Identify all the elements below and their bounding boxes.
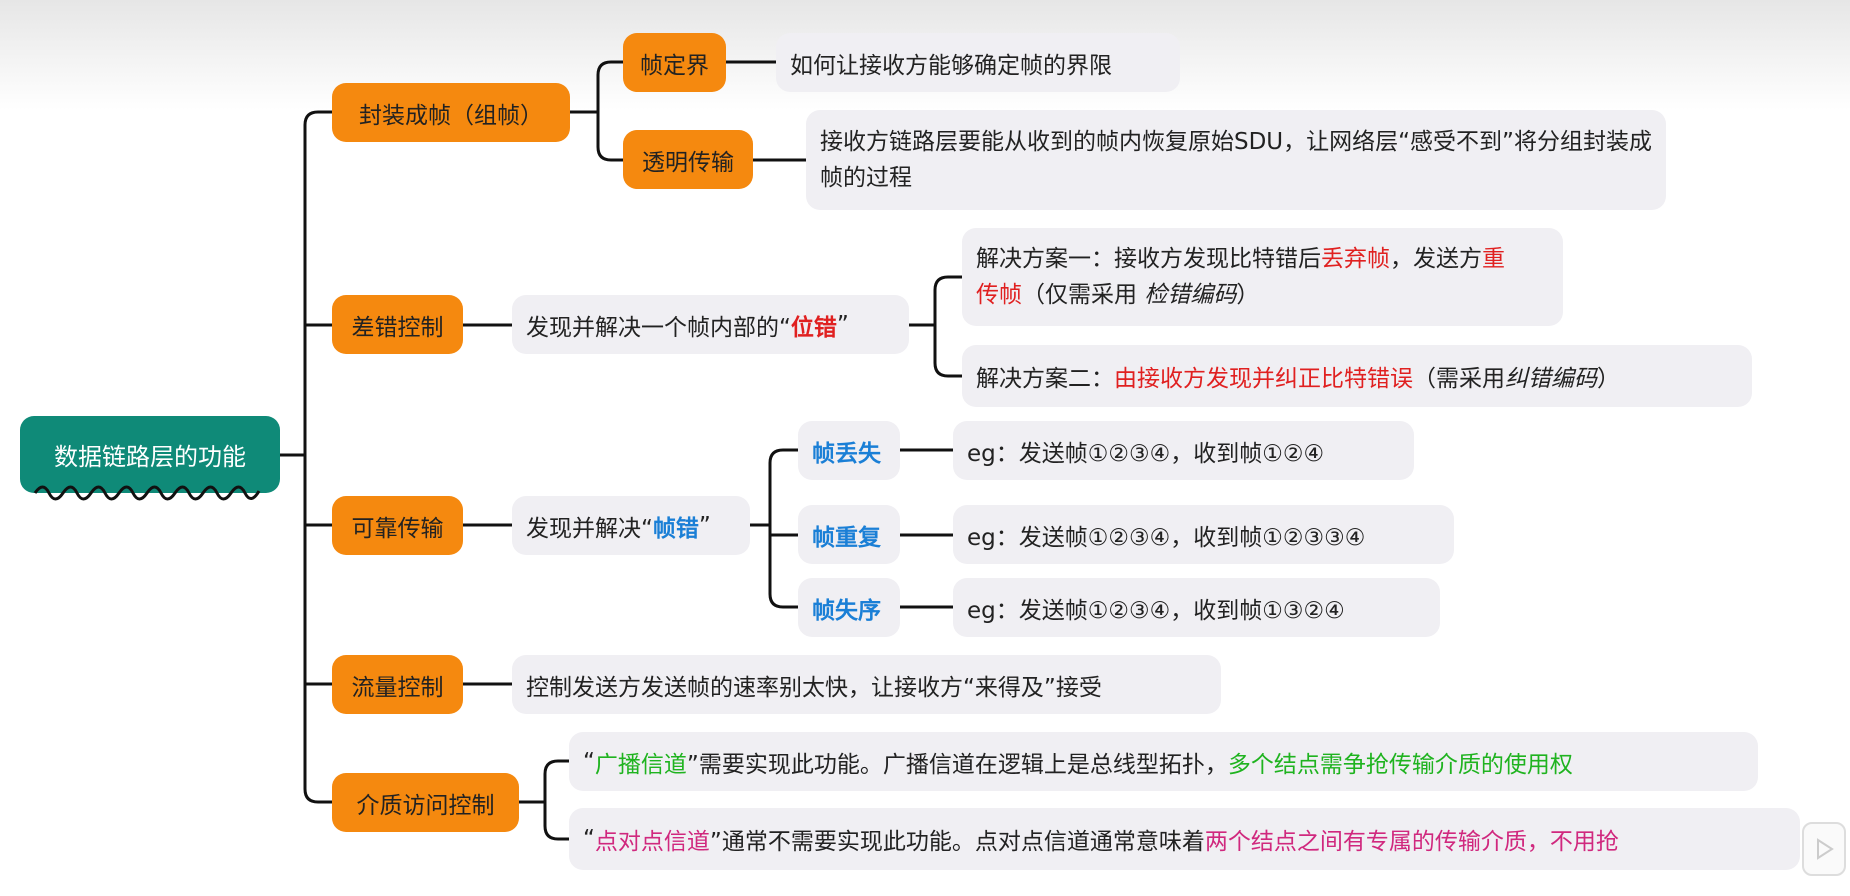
desc-error: 发现并解决一个帧内部的“位错” xyxy=(512,295,909,354)
t: eg：发送帧①②③④，收到帧①③②④ xyxy=(967,597,1345,624)
t: 检错编码 xyxy=(1144,282,1237,308)
t: 点对点信道 xyxy=(594,829,710,855)
node-frame-order[interactable]: 帧失序 xyxy=(798,578,900,637)
t: ” xyxy=(698,512,711,539)
eg-dup: eg：发送帧①②③④，收到帧①②③③④ xyxy=(953,505,1454,564)
t: 丢弃帧 xyxy=(1321,246,1390,272)
t: ） xyxy=(1597,366,1620,392)
node-frame-dup[interactable]: 帧重复 xyxy=(798,505,900,564)
t: 控制发送方发送帧的速率别太快，让接收方“来得及”接受 xyxy=(526,674,1102,701)
t: ”需要实现此功能。广播信道在逻辑上是总线型拓扑， xyxy=(686,751,1228,778)
text: 接收方链路层要能从收到的帧内恢复原始SDU，让网络层“感受不到”将分组封装成帧的… xyxy=(820,129,1652,191)
label: 流量控制 xyxy=(351,674,444,701)
eg-loss: eg：发送帧①②③④，收到帧①②④ xyxy=(953,421,1414,480)
label: 介质访问控制 xyxy=(356,792,495,819)
t: 纠错编码 xyxy=(1505,366,1597,392)
desc-frame-delimit: 如何让接收方能够确定帧的界限 xyxy=(776,33,1180,92)
root-node[interactable]: 数据链路层的功能 xyxy=(20,416,280,493)
t: eg：发送帧①②③④，收到帧①②③③④ xyxy=(967,524,1366,551)
t: ”通常不需要实现此功能。点对点信道通常意味着 xyxy=(709,829,1205,855)
label: 帧丢失 xyxy=(812,440,881,467)
t: 两个结点之间有专属的传输介质，不用抢 xyxy=(1204,829,1619,855)
desc-transparent: 接收方链路层要能从收到的帧内恢复原始SDU，让网络层“感受不到”将分组封装成帧的… xyxy=(806,110,1666,210)
t: （仅需采用 xyxy=(1022,282,1145,308)
label: 封装成帧（组帧） xyxy=(359,102,543,129)
hl: 帧错 xyxy=(652,515,699,542)
t: 多个结点需争抢传输介质的使用权 xyxy=(1227,751,1573,778)
root-label: 数据链路层的功能 xyxy=(54,443,246,471)
solution-1: 解决方案一：接收方发现比特错后丢弃帧，发送方重传帧（仅需采用 检错编码） xyxy=(962,228,1563,326)
desc-reliable: 发现并解决“帧错” xyxy=(512,496,750,555)
t: 由接收方发现并纠正比特错误 xyxy=(1114,366,1413,392)
node-frame-loss[interactable]: 帧丢失 xyxy=(798,421,900,480)
node-transparent[interactable]: 透明传输 xyxy=(623,130,753,189)
t: 重传帧 xyxy=(976,246,1505,308)
t: 解决方案一：接收方发现比特错后 xyxy=(976,246,1321,272)
t: ” xyxy=(836,311,849,338)
label: 帧定界 xyxy=(640,52,709,79)
node-frame-delimit[interactable]: 帧定界 xyxy=(623,33,726,92)
t: （需采用 xyxy=(1413,366,1505,392)
t: 发现并解决“ xyxy=(526,515,653,542)
node-reliable-transfer[interactable]: 可靠传输 xyxy=(332,496,463,555)
label: 帧失序 xyxy=(812,597,881,624)
node-framing[interactable]: 封装成帧（组帧） xyxy=(332,83,570,142)
t: ） xyxy=(1236,282,1260,308)
label: 透明传输 xyxy=(642,149,734,176)
label: 差错控制 xyxy=(351,314,444,341)
t: 解决方案二： xyxy=(976,366,1114,392)
desc-flow: 控制发送方发送帧的速率别太快，让接收方“来得及”接受 xyxy=(512,655,1221,714)
hl: 位错 xyxy=(790,314,837,341)
t: 广播信道 xyxy=(594,751,687,778)
t: ，发送方 xyxy=(1390,246,1482,272)
node-mac[interactable]: 介质访问控制 xyxy=(332,773,519,832)
t: “ xyxy=(583,826,595,852)
play-icon[interactable] xyxy=(1802,822,1846,876)
label: 帧重复 xyxy=(812,524,881,551)
squiggle-underline xyxy=(33,485,261,501)
solution-2: 解决方案二：由接收方发现并纠正比特错误（需采用 纠错编码） xyxy=(962,345,1752,407)
t: “ xyxy=(583,748,595,775)
desc-broadcast: “广播信道”需要实现此功能。广播信道在逻辑上是总线型拓扑，多个结点需争抢传输介质… xyxy=(569,732,1758,791)
node-flow-control[interactable]: 流量控制 xyxy=(332,655,463,714)
text: 如何让接收方能够确定帧的界限 xyxy=(790,52,1112,79)
node-error-control[interactable]: 差错控制 xyxy=(332,295,463,354)
t: 发现并解决一个帧内部的“ xyxy=(526,314,791,341)
desc-p2p: “点对点信道”通常不需要实现此功能。点对点信道通常意味着两个结点之间有专属的传输… xyxy=(569,808,1800,870)
label: 可靠传输 xyxy=(351,515,444,542)
t: eg：发送帧①②③④，收到帧①②④ xyxy=(967,440,1325,467)
eg-order: eg：发送帧①②③④，收到帧①③②④ xyxy=(953,578,1440,637)
